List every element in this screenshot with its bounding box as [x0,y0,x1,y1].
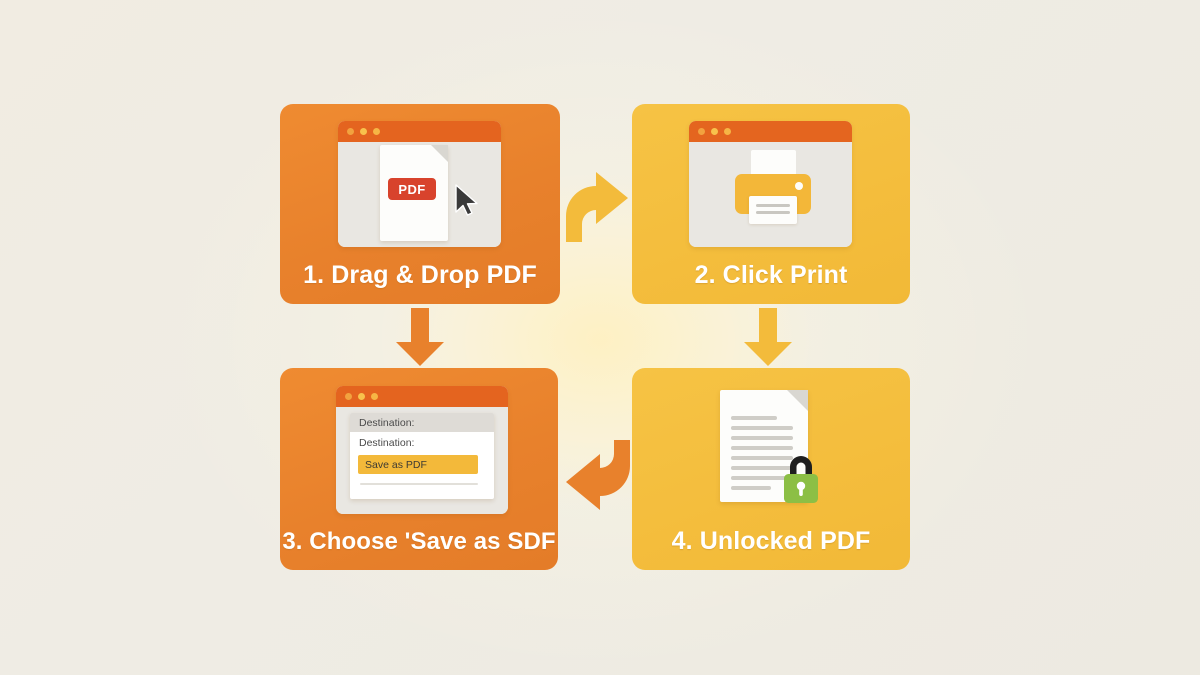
padlock-icon [784,456,818,503]
step-card-4[interactable]: 4. Unlocked PDF [632,368,910,570]
doc-text-line [731,426,793,430]
browser-titlebar [336,386,508,407]
step-card-1-caption: 1. Drag & Drop PDF [303,261,537,289]
arrow-step1-to-step2 [566,172,628,242]
window-dot-icon [724,128,731,135]
printer-led-icon [795,182,803,190]
step-card-1[interactable]: PDF 1. Drag & Drop PDF [280,104,560,304]
arrow-step2-to-step4 [744,308,792,366]
step-card-2-caption: 2. Click Print [694,261,848,289]
browser-content [689,142,852,247]
doc-text-line [731,416,777,420]
window-dot-icon [698,128,705,135]
browser-titlebar [689,121,852,142]
printer-paper-out [749,196,797,224]
window-dot-icon [373,128,380,135]
printer-icon [733,150,811,236]
browser-window-icon: PDF [338,121,501,247]
window-dot-icon [371,393,378,400]
printer-paper-in [751,150,796,176]
doc-text-line [731,476,793,480]
browser-content: PDF [338,142,501,247]
destination-label-header: Destination: [350,413,494,432]
arrow-step4-to-step3 [566,440,630,510]
arrow-step1-to-step3 [396,308,444,366]
dialog-divider [360,483,478,485]
doc-text-line [731,466,793,470]
doc-text-line [731,436,793,440]
step-card-4-caption: 4. Unlocked PDF [671,527,871,555]
mouse-cursor-icon [455,184,478,216]
page-fold-corner [431,145,448,162]
browser-titlebar [338,121,501,142]
unlocked-document-graphic [720,390,828,512]
browser-content: Destination: Destination: Save as PDF [336,407,508,514]
window-dot-icon [347,128,354,135]
doc-text-line [731,456,793,460]
print-dialog-icon: Destination: Destination: Save as PDF [350,413,494,499]
window-dot-icon [360,128,367,135]
step-card-2[interactable]: 2. Click Print [632,104,910,304]
browser-window-icon [689,121,852,247]
pdf-file-icon: PDF [380,145,448,241]
doc-text-line [731,486,771,490]
step-card-3[interactable]: Destination: Destination: Save as PDF 3.… [280,368,558,570]
paper-line [756,211,790,214]
paper-line [756,204,790,207]
step-card-3-caption: 3. Choose 'Save as SDF [282,528,556,555]
window-dot-icon [711,128,718,135]
window-dot-icon [345,393,352,400]
page-fold-corner [787,390,808,411]
pdf-badge-label: PDF [388,178,436,200]
save-as-pdf-option[interactable]: Save as PDF [358,455,478,474]
browser-window-icon: Destination: Destination: Save as PDF [336,386,508,514]
destination-label: Destination: [350,433,494,452]
doc-text-line [731,446,793,450]
window-dot-icon [358,393,365,400]
